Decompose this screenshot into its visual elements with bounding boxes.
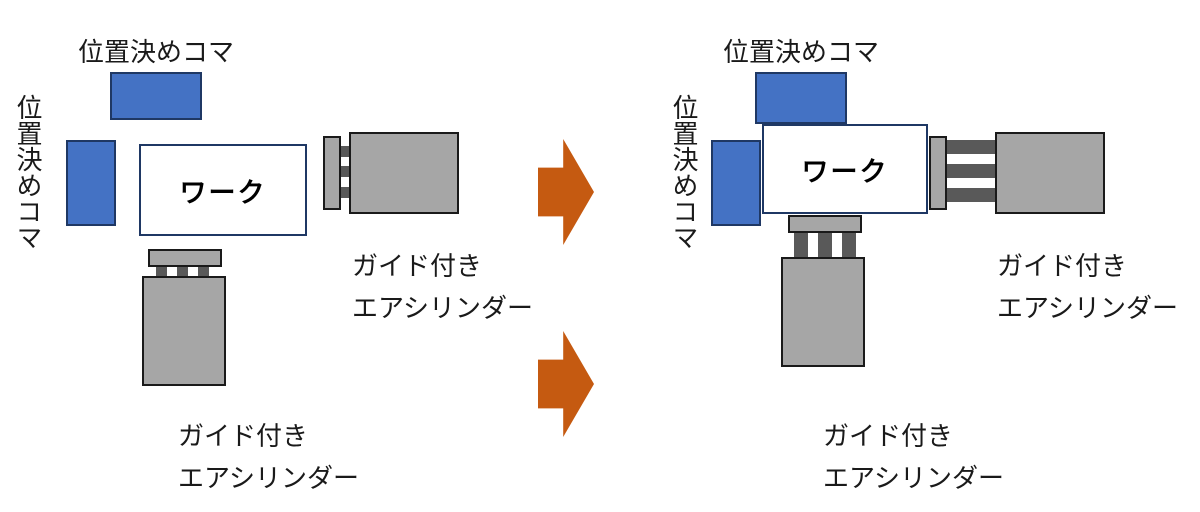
before-bottom-cylinder-rod [177,267,188,277]
after-right-cylinder-rod [947,188,997,202]
before-right-cylinder-rod [341,187,351,198]
after-bottom-cylinder-body [781,257,865,367]
after-bottom-cylinder-rod [794,233,808,259]
before-bottom-cylinder-rod [156,267,167,277]
after-top-block-label: 位置決めコマ [723,38,880,68]
after-left-block-label: 位置決めコマ [668,94,698,250]
before-right-cylinder-rod [341,146,351,157]
before-right-cylinder-rod [341,166,351,177]
after-bottom-cylinder-plate [788,215,862,233]
after-left-positioning-block [711,140,761,226]
after-right-cylinder-plate [929,136,947,210]
before-bottom-cylinder-rod [198,267,209,277]
after-right-cylinder-rod [947,140,997,154]
after-bottom-cylinder-label-line1: ガイド付き [823,422,954,452]
after-bottom-cylinder-label-line2: エアシリンダー [823,464,1004,494]
right-arrow-icon [538,139,594,245]
before-top-block-label: 位置決めコマ [78,38,235,68]
before-bottom-cylinder-label-line1: ガイド付き [178,422,309,452]
before-right-cylinder-body [349,132,459,214]
after-right-cylinder-label-line1: ガイド付き [997,252,1128,282]
right-arrow-icon [538,331,594,437]
before-left-block-label: 位置決めコマ [12,94,42,250]
before-bottom-cylinder-body [142,276,226,386]
before-left-positioning-block [66,140,116,226]
after-bottom-cylinder-rod [842,233,856,259]
before-top-positioning-block [110,72,202,120]
before-work: ワーク [139,144,307,236]
after-right-cylinder-body [995,132,1105,214]
after-work-label: ワーク [801,156,889,188]
after-bottom-cylinder-rod [818,233,832,259]
after-right-cylinder-rod [947,164,997,178]
before-right-cylinder-plate [323,136,341,210]
before-bottom-cylinder-label-line2: エアシリンダー [178,464,359,494]
after-work: ワーク [762,124,928,214]
before-bottom-cylinder-plate [148,249,222,267]
before-right-cylinder-label-line2: エアシリンダー [352,294,533,324]
after-top-positioning-block [755,72,847,124]
before-work-label: ワーク [179,177,267,209]
before-right-cylinder-label-line1: ガイド付き [352,252,483,282]
after-right-cylinder-label-line2: エアシリンダー [997,294,1178,324]
